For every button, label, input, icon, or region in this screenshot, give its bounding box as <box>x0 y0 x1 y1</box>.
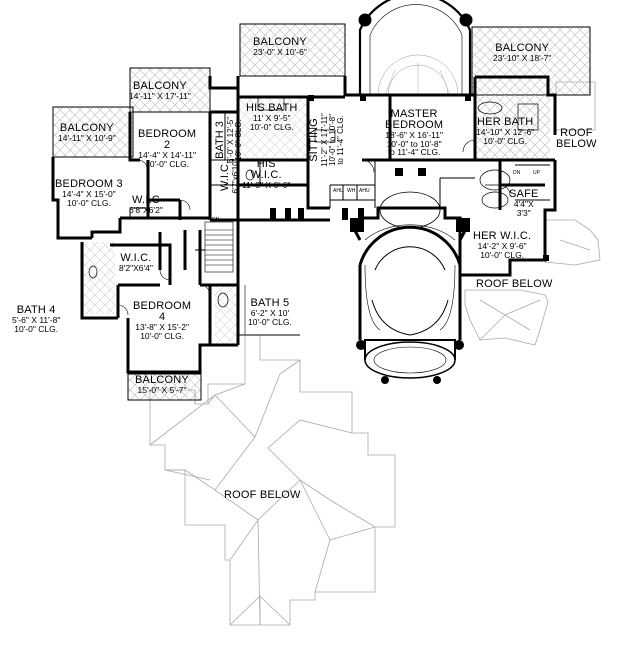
his-wic-label: HIS W.I.C. 11'-8" X 6'-6" <box>242 159 290 190</box>
safe-dn-tag: DN <box>513 170 521 176</box>
balcony-top-center-label: BALCONY 23'-0" X 10'-6" <box>253 37 307 57</box>
room-dims: 11' X 9'-5" <box>252 113 291 123</box>
room-name: SAFE <box>509 188 539 200</box>
room-name: W.I.C. <box>219 161 231 191</box>
room-ceiling: 10'-0" CLG. <box>66 197 111 208</box>
safe-up-tag: UP <box>533 170 540 176</box>
her-wic-label: HER W.I.C. 14'-2" X 9'-6" 10'-0" CLG. <box>473 231 531 259</box>
roof-below-main-label: ROOF BELOW <box>224 490 301 501</box>
balcony-top-right-label: BALCONY 23'-10" X 18'-7" <box>493 43 551 63</box>
room-ceiling: 10'-0" CLG. <box>483 135 528 146</box>
interior-lines <box>129 112 550 336</box>
room-name-2: W.I.C. <box>250 169 282 181</box>
stair-left <box>204 221 234 273</box>
room-dims: 14'-4" X 14'-11" <box>138 150 197 160</box>
balcony-left-label: BALCONY 14'-11" X 10'-9" <box>58 123 116 143</box>
room-dims: 14'-11" X 10'-9" <box>58 133 116 143</box>
bath-5-label: BATH 5 6'-2" X 10' 10'-0" CLG. <box>248 298 292 326</box>
ahu-tag: AHU <box>333 188 344 194</box>
bedroom-2-label: BEDROOM 2 14'-4" X 14'-11" 10'-0" CLG. <box>138 129 196 168</box>
rotunda <box>350 191 470 379</box>
ahu-tag-2: AHU <box>359 188 370 194</box>
room-name: BEDROOM <box>138 128 197 140</box>
roof-note-2: BELOW <box>556 138 597 150</box>
room-ceiling: 10'-0" CLG. <box>145 158 190 169</box>
bedroom-4-label: BEDROOM 4 13'-8" X 15'-2" 10'-0" CLG. <box>133 301 191 340</box>
room-dims: 4'4"X <box>513 199 534 209</box>
room-dims-2: 3'3" <box>516 207 531 218</box>
roof-below-mid-label: ROOF BELOW <box>476 279 553 290</box>
his-bath-label: HIS BATH 11' X 9'-5" 10'-0" CLG. <box>246 103 298 131</box>
balcony-bottom-label: BALCONY 15'-0" X 5'-7" <box>135 375 189 395</box>
columns <box>270 95 549 384</box>
room-dims: 23'-10" X 18'-7" <box>493 53 552 63</box>
room-dims: 13'-8" X 15'-2" <box>135 322 189 332</box>
room-dims: 14'-2" X 9'-6" <box>477 241 527 251</box>
stair-dn-tag: DN <box>212 217 220 223</box>
room-name: BALCONY <box>495 42 550 54</box>
room-ceiling-2: to 11'-4" CLG. <box>387 147 441 157</box>
room-dims: 14'-10" X 12'-6" <box>476 127 535 137</box>
balcony-top-left-label: BALCONY 14'-11" X 17'-11" <box>129 81 191 101</box>
roof-note: ROOF BELOW <box>476 278 553 290</box>
room-name: HIS BATH <box>246 102 298 114</box>
room-name: BATH 5 <box>250 297 290 309</box>
room-name: BALCONY <box>253 36 307 48</box>
room-ceiling: 10'-0" CLG. <box>480 249 525 260</box>
fixtures <box>88 97 539 308</box>
room-ceiling: 10'-0" CLG. <box>140 330 185 341</box>
door-swings <box>117 139 511 316</box>
room-dims: 5'-6" X 11'-8" <box>12 315 61 325</box>
room-name: BEDROOM <box>133 300 192 312</box>
room-name: SITTING <box>308 118 320 162</box>
room-number: 4 <box>158 311 166 323</box>
room-name: HER W.I.C. <box>473 230 532 242</box>
room-ceiling: 10'-0" CLG. <box>14 323 59 334</box>
wic-c-label: W.I.C. 8'2"X6'4" <box>119 253 153 273</box>
room-name: BALCONY <box>132 80 187 92</box>
room-dims: 15'-0" X 5'-7" <box>137 385 187 395</box>
room-dims: 6'-2" X 10' <box>250 308 290 318</box>
wic-a-label: W.I.C. 6'7"x6'10" <box>219 148 242 204</box>
roof-note-1: ROOF <box>560 127 593 139</box>
master-bedroom-label: MASTER BEDROOM 18'-6" X 16'-11" 10'-0" t… <box>385 109 443 157</box>
room-dims: 6'7"x6'10" <box>230 158 240 194</box>
roof-below-right-label: ROOF BELOW <box>556 128 597 150</box>
room-name: HER BATH <box>477 116 534 128</box>
room-dims: 14'-4" X 15'-0" <box>62 189 116 199</box>
bath-4-label: BATH 4 5'-6" X 11'-8" 10'-0" CLG. <box>12 305 60 333</box>
wet-area-hatching <box>82 95 550 345</box>
room-name: BEDROOM 3 <box>55 178 123 190</box>
sitting-label: SITTING 11'-2" X 17'-11" 10'-0" to 10'-8… <box>308 100 351 180</box>
roof-note: ROOF BELOW <box>224 489 301 501</box>
room-dims: 18'-6" X 16'-11" <box>385 130 444 140</box>
safe-label: SAFE 4'4"X 3'3" <box>509 189 539 217</box>
room-ceiling: 10'-0" to 10'-8" <box>386 138 442 149</box>
balcony-hatching <box>52 23 591 401</box>
room-number: 2 <box>163 139 171 151</box>
room-name-2: BEDROOM <box>385 119 444 131</box>
room-dims: 11'-8" X 6'-6" <box>242 180 291 190</box>
her-bath-label: HER BATH 14'-10" X 12'-6" 10'-0" CLG. <box>476 117 534 145</box>
room-name: HIS <box>256 158 276 170</box>
room-name: MASTER <box>390 108 438 120</box>
room-ceiling: 10'-0" CLG. <box>248 316 292 327</box>
room-name: BALCONY <box>135 374 189 386</box>
circular-balcony <box>358 0 473 96</box>
room-name: W.I.C. <box>120 252 152 264</box>
room-dims: 23'-0" X 10'-6" <box>253 47 307 57</box>
room-name: W.I.C <box>131 194 160 206</box>
wic-b-label: W.I.C 6'8"X6'2" <box>129 195 163 215</box>
room-dims: 8'2"X6'4" <box>119 263 153 273</box>
bedroom-3-label: BEDROOM 3 14'-4" X 15'-0" 10'-0" CLG. <box>55 179 123 207</box>
room-dims: 14'-11" X 17'-11" <box>129 91 191 101</box>
room-name: BATH 4 <box>16 304 56 316</box>
room-name: BALCONY <box>59 122 114 134</box>
room-dims: 6'8"X6'2" <box>129 205 163 215</box>
room-ceiling: 10'-0" CLG. <box>249 121 294 132</box>
room-ceiling-2: to 11'-4" CLG. <box>336 115 346 165</box>
wh-tag: WH <box>347 188 356 194</box>
